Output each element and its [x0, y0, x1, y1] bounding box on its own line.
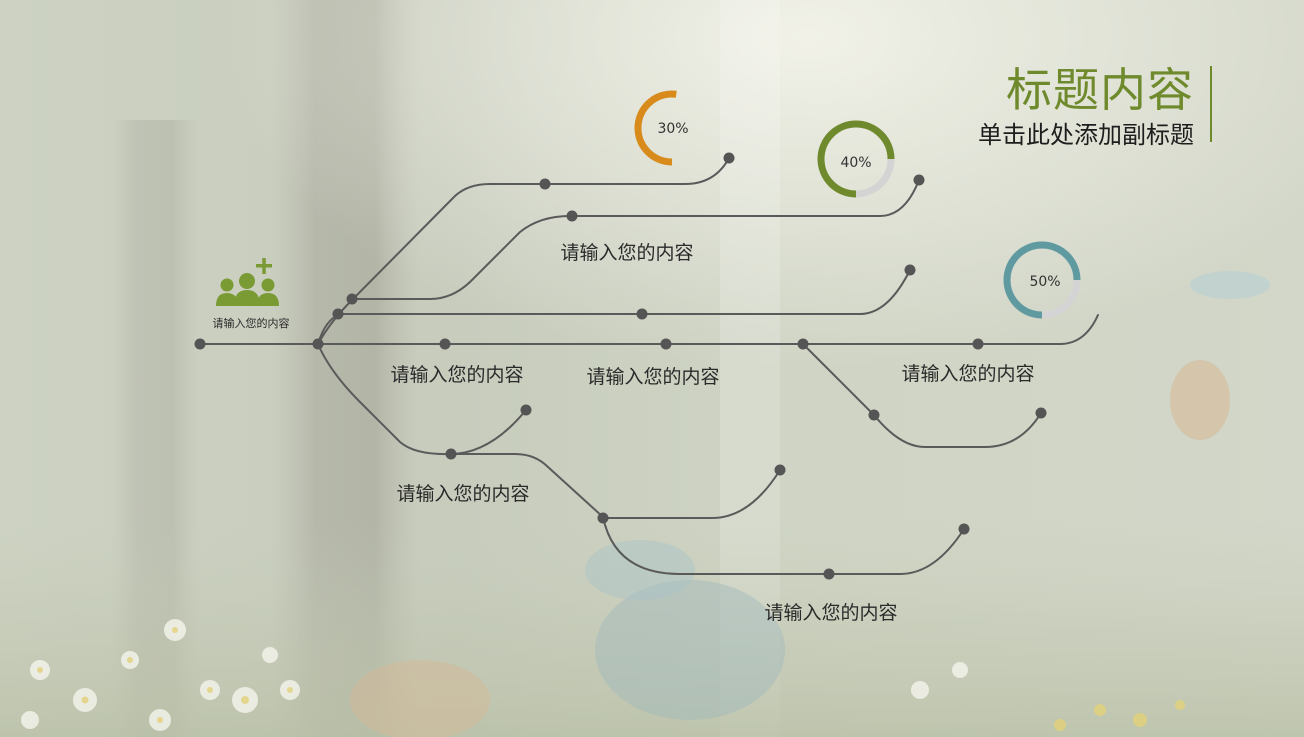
- node: [539, 178, 551, 190]
- node: [904, 264, 916, 276]
- branch-label-6[interactable]: 请输入您的内容: [764, 602, 898, 624]
- node: [958, 523, 970, 535]
- main-line: [199, 314, 1099, 345]
- progress-ring-2: 40%: [817, 120, 895, 198]
- branch-label-2[interactable]: 请输入您的内容: [390, 364, 524, 386]
- ring-label-1: 30%: [657, 121, 688, 137]
- branch-label-4[interactable]: 请输入您的内容: [901, 363, 1035, 385]
- ring-label-3: 50%: [1029, 274, 1060, 290]
- node: [913, 174, 925, 186]
- ring-label-2: 40%: [840, 155, 871, 171]
- branch-upper-2: [351, 179, 920, 300]
- branch-upper-1: [317, 157, 730, 345]
- node: [774, 464, 786, 476]
- node: [636, 308, 648, 320]
- title-accent-bar: [1210, 66, 1212, 142]
- branch-label-5[interactable]: 请输入您的内容: [396, 483, 530, 505]
- branch-right-1: [802, 343, 1042, 448]
- node: [660, 338, 672, 350]
- branch-label-1[interactable]: 请输入您的内容: [560, 242, 694, 264]
- ring-arc-1: [634, 90, 677, 166]
- branch-lines: [199, 157, 1099, 575]
- node: [445, 448, 457, 460]
- node: [868, 409, 880, 421]
- ring-arc-3: [1003, 241, 1081, 319]
- slide-title[interactable]: 标题内容: [1006, 63, 1194, 117]
- branch-label-3[interactable]: 请输入您的内容: [586, 366, 720, 388]
- node: [312, 338, 324, 350]
- node: [797, 338, 809, 350]
- node: [823, 568, 835, 580]
- node: [597, 512, 609, 524]
- node: [723, 152, 735, 164]
- node: [332, 308, 344, 320]
- node: [566, 210, 578, 222]
- branch-lower-2: [449, 453, 965, 575]
- title-block: 标题内容 单击此处添加副标题: [978, 62, 1194, 150]
- people-add-icon: [216, 258, 279, 306]
- node: [972, 338, 984, 350]
- branch-upper-3: [317, 269, 911, 345]
- branch-nodes: [194, 152, 1047, 580]
- icon-label[interactable]: 请输入您的内容: [212, 317, 290, 330]
- branch-lower-1: [317, 343, 527, 456]
- node: [520, 404, 532, 416]
- progress-ring-1: 30%: [634, 90, 689, 166]
- ring-arc-2: [817, 120, 895, 198]
- node: [194, 338, 206, 350]
- branch-lower-3: [602, 469, 781, 519]
- node: [439, 338, 451, 350]
- slide-subtitle[interactable]: 单击此处添加副标题: [978, 121, 1194, 149]
- progress-ring-3: 50%: [1003, 241, 1081, 319]
- node: [346, 293, 358, 305]
- node: [1035, 407, 1047, 419]
